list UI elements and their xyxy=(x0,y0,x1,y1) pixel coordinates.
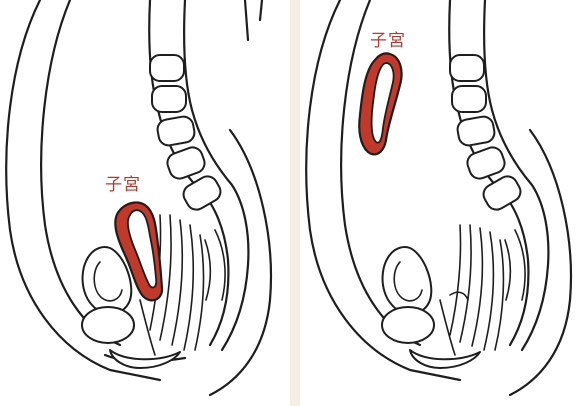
uterus-right xyxy=(359,53,401,154)
pubic-bone xyxy=(82,307,134,343)
panel-divider xyxy=(290,0,300,406)
spine-vertebrae xyxy=(449,0,548,350)
pelvis-cross-section-right: 子宮 xyxy=(300,0,587,406)
bladder xyxy=(383,247,432,314)
uterus-label-right: 子宮 xyxy=(370,26,406,51)
pubic-bone xyxy=(382,307,434,343)
bladder xyxy=(83,247,132,314)
pelvis-drawing-right xyxy=(300,0,587,406)
spine-vertebrae xyxy=(149,0,248,350)
back-curve-inner xyxy=(245,0,262,40)
pelvic-organs xyxy=(440,225,503,355)
pelvis-cross-section-left: 子宮 xyxy=(0,0,290,406)
uterus-label-left: 子宮 xyxy=(105,170,141,195)
pelvis-drawing-left xyxy=(0,0,290,406)
perineum-body xyxy=(410,350,480,368)
perineum-body xyxy=(110,350,180,368)
